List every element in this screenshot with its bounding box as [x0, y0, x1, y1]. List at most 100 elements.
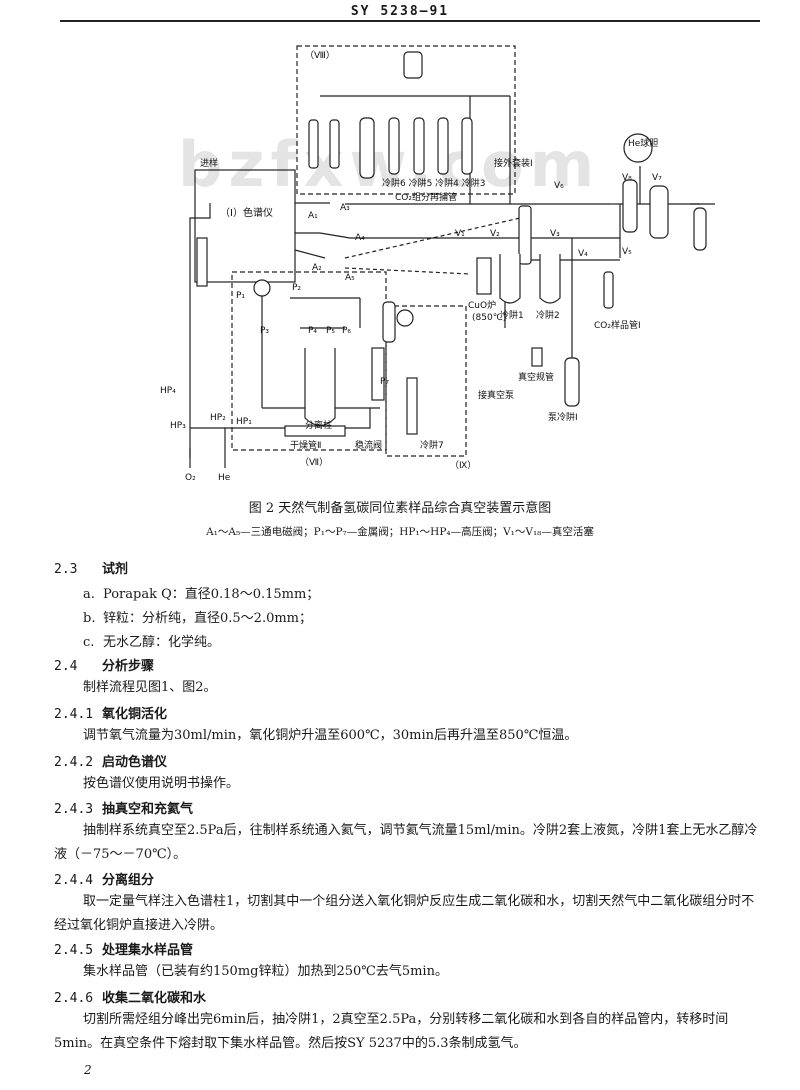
bubbler-i [693, 207, 707, 251]
buffer-inner [382, 301, 396, 343]
lbl-V4: V₄ [578, 249, 588, 259]
lbl-vacuum-gauge: 真空规管 [518, 371, 554, 383]
lbl-temp: (850℃) [472, 313, 506, 323]
section-title: 分离组分 [102, 873, 155, 888]
section-2-4-6: 2.4.6 收集二氧化碳和水 [54, 987, 206, 1006]
figure-legend: A₁～A₅—三通电磁阀；P₁～P₇—金属阀；HP₁～HP₄—高压阀；V₁～V₁₈… [206, 526, 594, 538]
lbl-vacuum-pump: 接真空泵 [478, 389, 514, 401]
paragraph-2-4-2: 按色谱仪使用说明书操作。 [83, 776, 240, 791]
section-title: 分析步骤 [102, 659, 155, 674]
lbl-P5: P₅ [326, 326, 335, 336]
lbl-HP1: HP₁ [236, 417, 252, 427]
lbl-A1: A₁ [308, 211, 318, 221]
lbl-P2: P₂ [292, 283, 301, 293]
lbl-V3: V₃ [550, 229, 560, 239]
co2-sample-i [603, 271, 614, 309]
reagent-b: b.锌粒：分析纯，直径0.5～2.0mm； [83, 607, 312, 626]
lbl-A2: A₂ [312, 263, 322, 273]
lbl-P4: P₄ [308, 326, 317, 336]
paragraph-2-4-4: 取一定量气样注入色谱柱1，切割其中一个组分送入氧化铜炉反应生成二氧化碳和水，切割… [54, 894, 755, 933]
section-title: 抽真空和充氦气 [102, 802, 194, 817]
apparatus-diagram: （Ⅷ） （Ⅶ） （Ⅸ） （Ⅰ）色谱仪 进样 CO₂组分再捕管 接外套装Ⅰ CuO… [160, 45, 715, 483]
four-way-valve [253, 279, 271, 297]
trap-6 [388, 117, 400, 175]
lbl-A3: A₃ [340, 203, 350, 213]
water-tube-ii [308, 119, 319, 169]
reagent-text: Porapak Q：直径0.18～0.15mm； [103, 587, 320, 602]
cold-trap-1 [499, 254, 521, 304]
lbl-A4: A₄ [355, 233, 365, 243]
co2-tube-ii [329, 119, 340, 169]
trap-5 [413, 117, 425, 175]
reagent-c: c.无水乙醇：化学纯。 [83, 631, 220, 650]
trap-4 [437, 117, 449, 175]
lbl-trap2: 冷阱2 [536, 309, 560, 321]
box-ix [385, 305, 467, 457]
gc-box [194, 169, 296, 283]
reagent-label: a. [83, 587, 95, 602]
lbl-V8: V₈ [622, 173, 632, 183]
section-number: 2.4.2 [54, 755, 94, 770]
lbl-cold-trap-7: 冷阱7 [420, 439, 444, 451]
section-2-4-3: 2.4.3 抽真空和充氦气 [54, 798, 193, 817]
section-2-4: 2.4 分析步骤 [54, 655, 154, 674]
cuo-furnace [476, 257, 492, 295]
reagent-label: b. [83, 611, 96, 626]
reagent-label: c. [83, 635, 95, 650]
lbl-connect-ext: 接外套装Ⅰ [494, 157, 533, 169]
lbl-box-ix: （Ⅸ） [450, 460, 476, 471]
lbl-trap1: 冷阱1 [500, 309, 524, 321]
header-rule [60, 20, 760, 22]
paragraph-2-4-6: 切割所需烃组分峰出完6min后，抽冷阱1，2真空至2.5Pa，分别转移二氧化碳和… [54, 1012, 729, 1051]
page-number: 2 [84, 1063, 92, 1077]
lbl-pump-trap: 泵冷阱Ⅰ [548, 411, 578, 423]
section-number: 2.4 [54, 659, 78, 674]
lbl-P3: P₃ [260, 326, 269, 336]
lbl-o2: O₂ [185, 473, 196, 483]
lbl-traps-row: 冷阱6 冷阱5 冷阱4 冷阱3 [382, 177, 486, 189]
lbl-HP4: HP₄ [160, 386, 176, 396]
paragraph-2-4-1: 调节氧气流量为30ml/min，氧化铜炉升温至600℃，30min后再升温至85… [83, 728, 578, 743]
watermark: bzfxw.com [178, 128, 600, 201]
lbl-V6: V₆ [554, 181, 564, 191]
separator-coil [304, 348, 336, 427]
lbl-cuo: CuO炉 [468, 299, 496, 311]
lbl-he-ball: He球胆 [628, 137, 658, 149]
lbl-V1: V₁ [455, 229, 465, 239]
box-viii [296, 45, 516, 195]
reagent-a: a. Porapak Q：直径0.18～0.15mm； [83, 583, 319, 602]
lbl-box-vii: （Ⅶ） [300, 457, 328, 468]
lbl-P1: P₁ [236, 291, 245, 301]
lbl-HP2: HP₂ [210, 413, 226, 423]
lbl-V2: V₂ [490, 229, 500, 239]
cold-trap-2 [539, 254, 561, 304]
vacuum-gauge [531, 347, 543, 367]
figure-caption: 图 2 天然气制备氢碳同位素样品综合真空装置示意图 [248, 501, 552, 516]
section-title: 收集二氧化碳和水 [102, 991, 207, 1006]
section-2-4-4: 2.4.4 分离组分 [54, 869, 154, 888]
trap-18 [403, 51, 423, 79]
section-title: 试剂 [102, 562, 129, 577]
lbl-separator: 分离柱 [305, 419, 332, 431]
section-number: 2.4.4 [54, 873, 94, 888]
lbl-scrub-valve: 稳流阀 [355, 439, 382, 451]
lbl-V5: V₅ [622, 247, 632, 257]
buffer-bottle [649, 185, 669, 239]
section-number: 2.3 [54, 562, 78, 577]
pump-trap-i [564, 357, 580, 407]
he-ball [623, 133, 653, 163]
lbl-box-viii: （Ⅷ） [305, 50, 335, 61]
lbl-P7: P₇ [380, 377, 389, 387]
paragraph-2-4: 制样流程见图1、图2。 [83, 680, 217, 695]
section-number: 2.4.3 [54, 802, 94, 817]
section-title: 氧化铜活化 [102, 707, 168, 722]
page-header: SY 5238—91 [0, 0, 800, 26]
lbl-HP3: HP₃ [170, 421, 186, 431]
section-number: 2.4.6 [54, 991, 94, 1006]
paragraph-2-4-3: 抽制样系统真空至2.5Pa后，往制样系统通入氦气，调节氦气流量15ml/min。… [54, 823, 758, 862]
lbl-dryer-ii: 干燥管Ⅱ [290, 439, 321, 451]
water-sample-tube [518, 205, 532, 265]
